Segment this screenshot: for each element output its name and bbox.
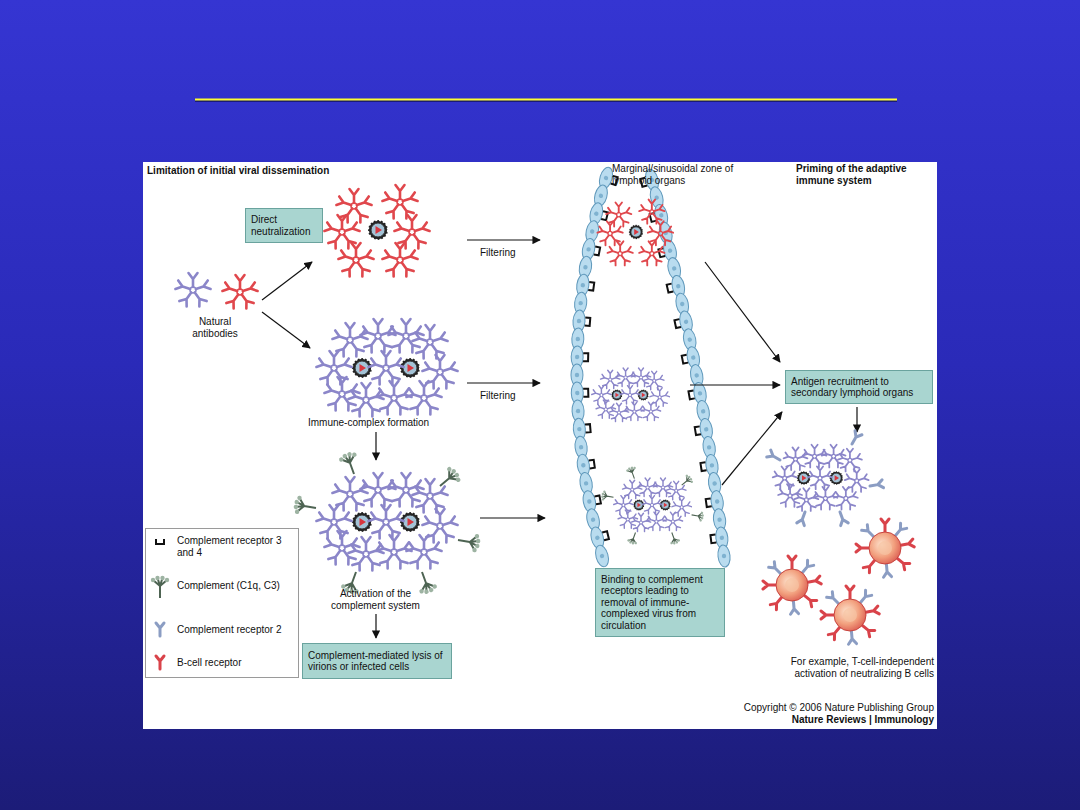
caption-label: Natural antibodies	[180, 316, 250, 339]
caption-label: Copyright © 2006 Nature Publishing Group	[690, 702, 934, 714]
box-text: Binding to complement receptors leading …	[601, 574, 719, 632]
caption-label: Filtering	[480, 247, 540, 259]
caption-label: Limitation of initial viral disseminatio…	[147, 165, 377, 177]
box-text: Complement-mediated lysis of virions or …	[308, 650, 446, 673]
process-box: Binding to complement receptors leading …	[595, 568, 725, 637]
caption-label: For example, T-cell-independent activati…	[768, 656, 934, 679]
caption-label: Nature Reviews | Immunology	[690, 714, 934, 726]
caption-label: Priming of the adaptive immune system	[796, 163, 921, 186]
caption-label: Immune-complex formation	[308, 417, 458, 429]
legend-entry: Complement receptor 3 and 4	[177, 535, 292, 558]
caption-label: Marginal/sinusoidal zone of lymphoid org…	[612, 163, 752, 186]
legend-text: Complement receptor 2	[177, 624, 282, 635]
caption-label: Activation of the complement system	[318, 588, 433, 611]
process-box: Direct neutralization	[245, 208, 323, 243]
legend-entry: B-cell receptor	[177, 657, 292, 669]
caption-label: Filtering	[480, 390, 540, 402]
legend-text: Complement (C1q, C3)	[177, 580, 280, 591]
box-text: Direct neutralization	[251, 214, 317, 237]
legend-text: Complement receptor 3 and 4	[177, 535, 282, 558]
process-box: Antigen recruitment to secondary lymphoi…	[785, 370, 933, 404]
box-text: Antigen recruitment to secondary lymphoi…	[791, 376, 927, 399]
legend-entry: Complement (C1q, C3)	[177, 580, 292, 592]
process-box: Complement-mediated lysis of virions or …	[302, 643, 452, 679]
legend-text: B-cell receptor	[177, 657, 241, 668]
legend-entry: Complement receptor 2	[177, 624, 292, 636]
